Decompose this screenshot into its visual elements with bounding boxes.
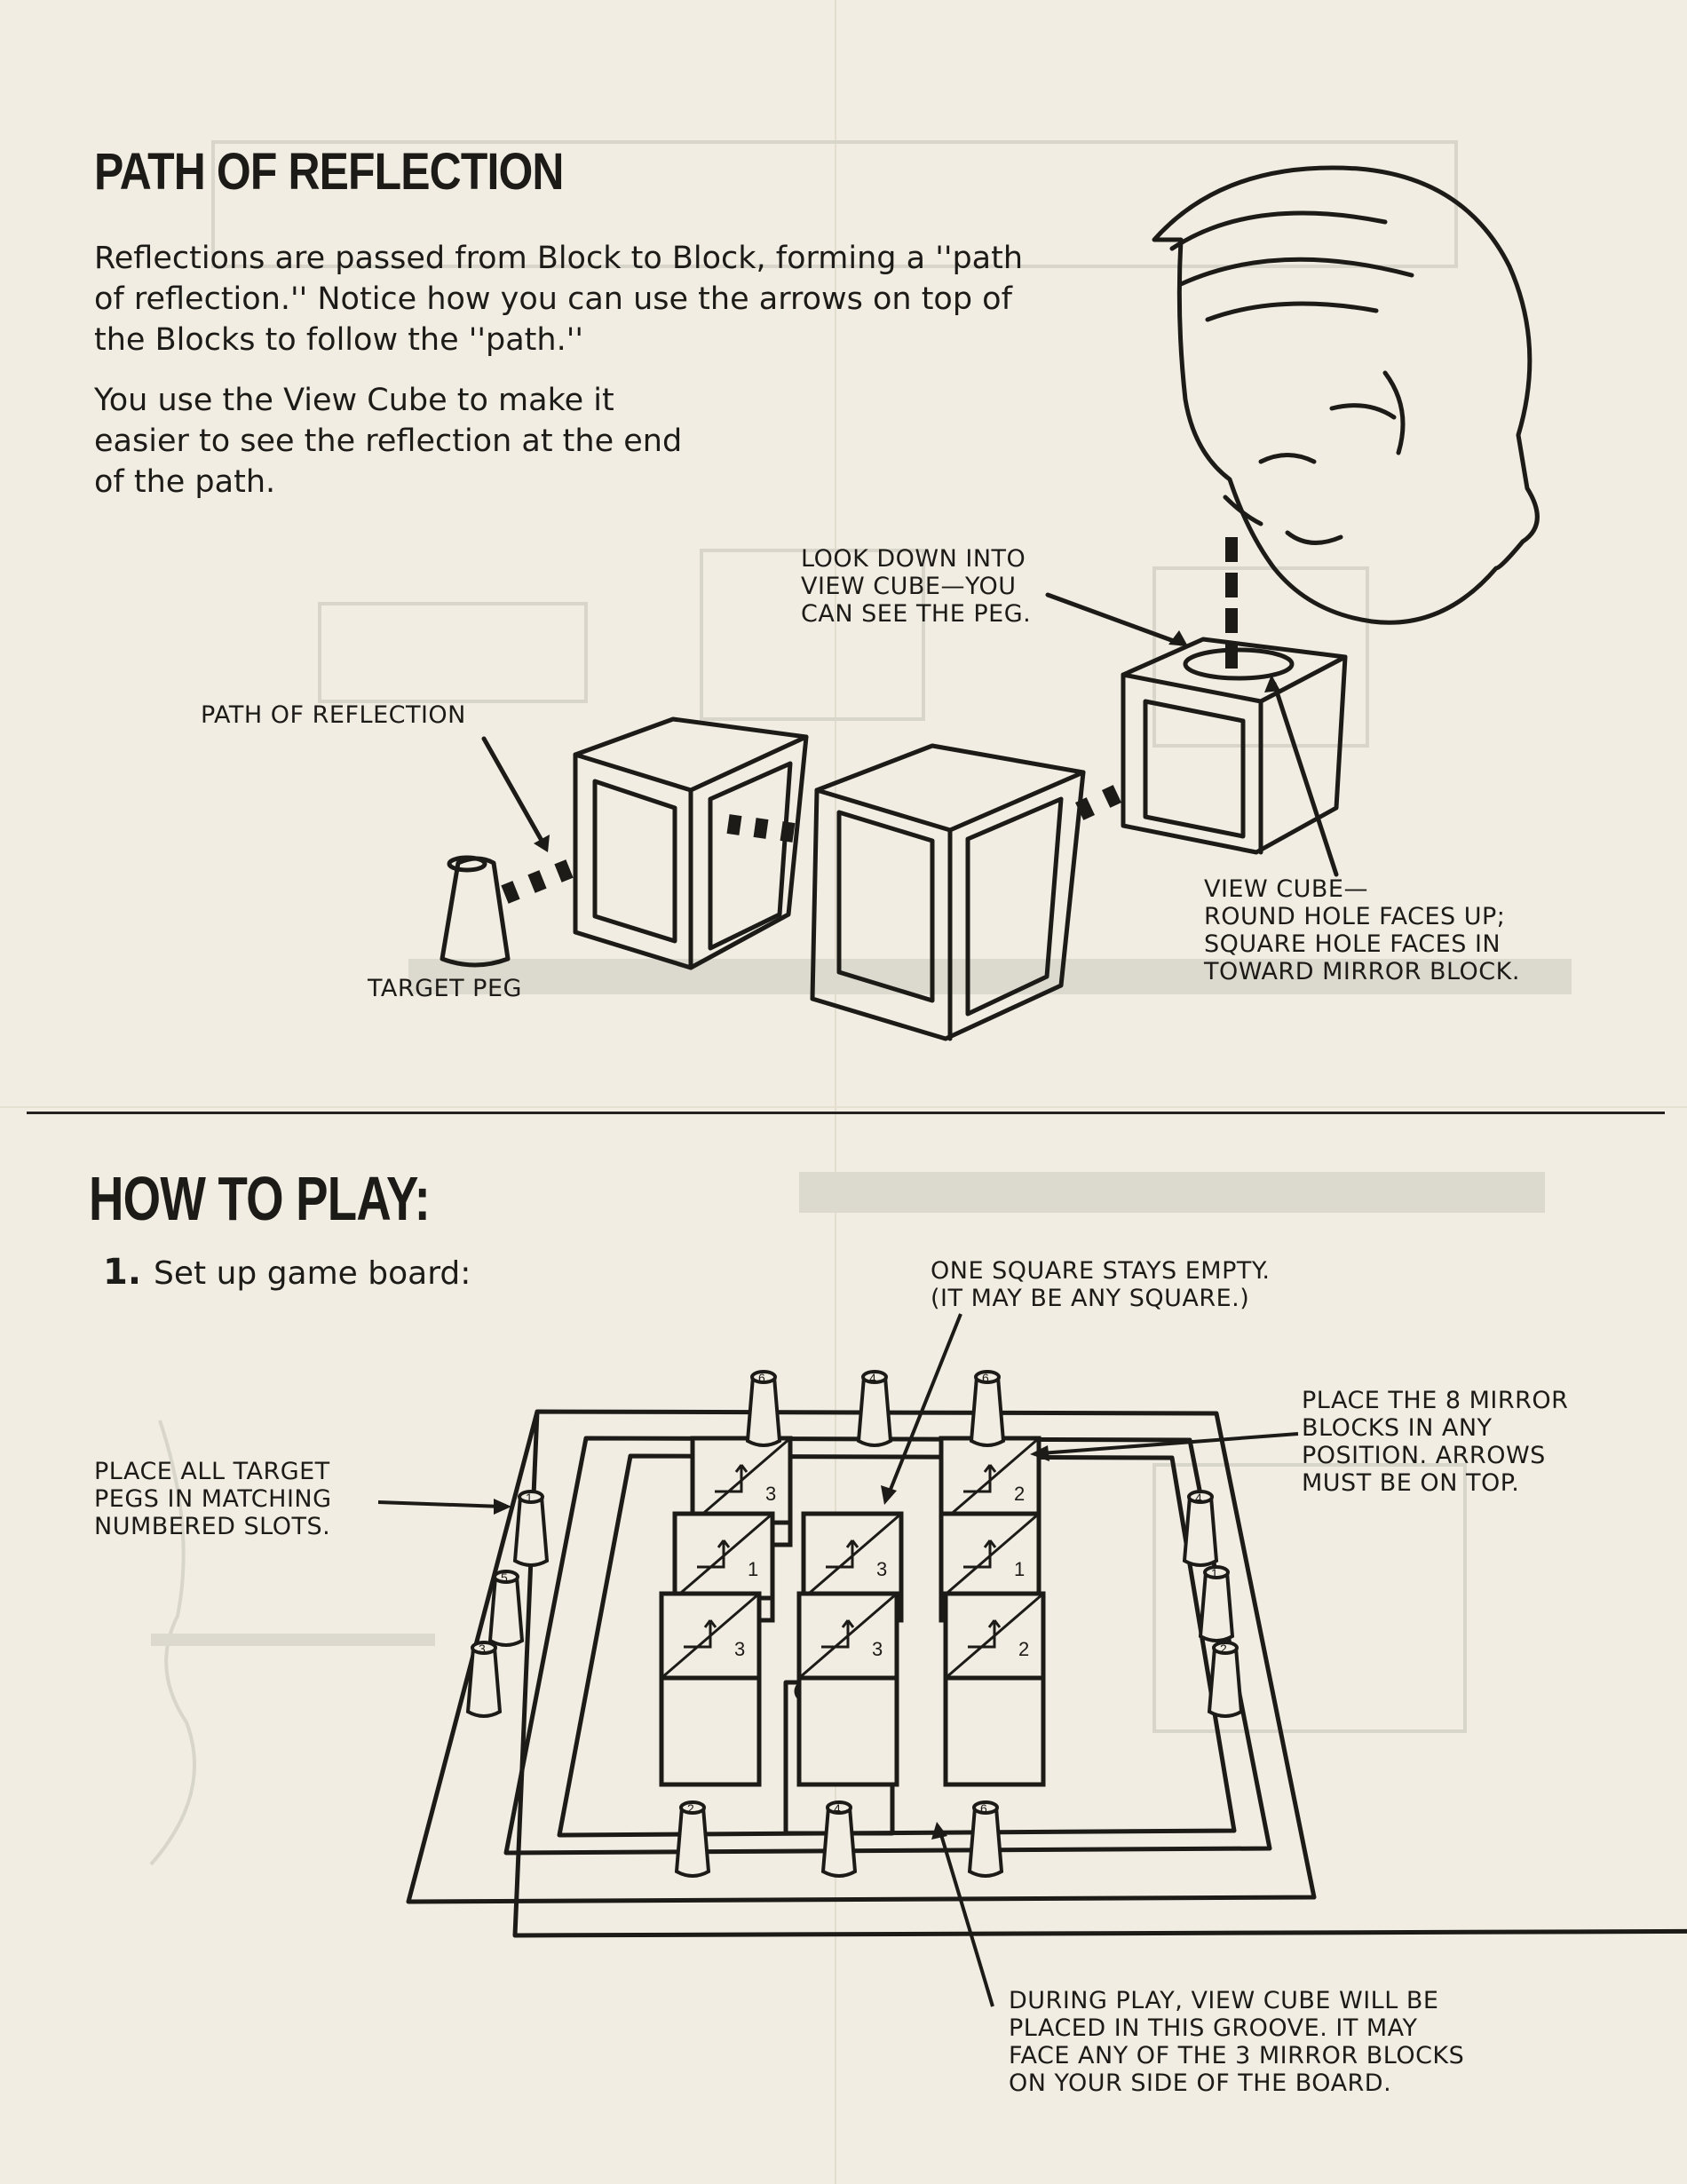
mirror-blocks-grid: 3 2 1 3 1 3 3 2	[659, 1436, 1046, 1787]
empty-square-callout: ONE SQUARE STAYS EMPTY. (IT MAY BE ANY S…	[931, 1257, 1271, 1312]
step-1: 1. Set up game board:	[103, 1252, 471, 1293]
look-down-callout: LOOK DOWN INTO VIEW CUBE—YOU CAN SEE THE…	[801, 545, 1032, 628]
peg-number: 4	[869, 1371, 876, 1385]
target-peg: 5	[487, 1570, 525, 1647]
target-peg-drawing	[440, 856, 511, 968]
bleed-face-profile	[149, 1420, 196, 1866]
mirror-blocks-leader	[1040, 1432, 1299, 1455]
path-paragraph-1: Reflections are passed from Block to Blo…	[94, 241, 1024, 358]
block-number: 3	[872, 1638, 883, 1660]
mirror-block: 3	[659, 1591, 762, 1787]
peg-number: 1	[526, 1491, 533, 1505]
bleed-subtitle-band	[408, 959, 1572, 994]
groove-leader	[938, 1828, 994, 2007]
path-label-leader	[481, 736, 547, 848]
bleed-section-title	[799, 1172, 1545, 1213]
mirror-block-1	[573, 716, 809, 970]
target-peg: 6	[967, 1800, 1004, 1878]
block-number: 3	[765, 1483, 776, 1505]
peg-number: 6	[758, 1371, 765, 1385]
target-peg: 4	[1182, 1490, 1219, 1567]
peg-number: 6	[982, 1371, 989, 1385]
target-peg: 2	[674, 1800, 711, 1878]
block-number: 3	[734, 1638, 745, 1660]
bleed-cube-sketch	[700, 549, 925, 721]
block-number: 1	[1014, 1558, 1025, 1580]
path-paragraph-2: You use the View Cube to make it easier …	[94, 383, 683, 500]
mirror-block-2	[810, 743, 1086, 1041]
mirror-block: 3	[796, 1591, 899, 1787]
section-divider	[27, 1112, 1665, 1114]
target-peg: 1	[1198, 1565, 1235, 1642]
mirror-blocks-arrowhead	[1030, 1445, 1049, 1461]
target-pegs: 6 4 6 1 5 3 4 1 2 2 4 6	[465, 1370, 1244, 1878]
block-number: 3	[876, 1558, 887, 1580]
look-down-arrowhead	[1168, 630, 1188, 646]
view-cube-callout: VIEW CUBE— ROUND HOLE FACES UP; SQUARE H…	[1204, 875, 1520, 985]
target-peg: 4	[856, 1370, 893, 1447]
bleed-mirror-sketch	[1152, 1463, 1467, 1733]
target-pegs-leader	[377, 1500, 503, 1508]
face-features	[1223, 403, 1397, 545]
peg-number: 2	[687, 1801, 694, 1816]
target-peg: 6	[745, 1370, 782, 1447]
path-label-arrowhead	[534, 835, 550, 852]
block-number: 2	[1014, 1483, 1025, 1505]
peg-number: 5	[501, 1571, 508, 1585]
path-of-reflection-label: PATH OF REFLECTION	[201, 701, 466, 729]
target-peg: 4	[820, 1800, 858, 1878]
view-cube-groove-callout: DURING PLAY, VIEW CUBE WILL BE PLACED IN…	[1009, 1987, 1465, 2097]
board-bevel	[512, 1411, 1687, 1938]
target-peg-label: TARGET PEG	[368, 975, 522, 1002]
target-peg: 1	[512, 1490, 550, 1567]
empty-square-leader	[886, 1313, 962, 1497]
view-cube-drawing	[1121, 637, 1348, 855]
hair-lines	[1169, 210, 1414, 455]
path-of-reflection-heading: PATH OF REFLECTION	[94, 143, 564, 201]
bleed-board-sketch	[318, 602, 588, 703]
peg-number: 1	[1211, 1566, 1218, 1580]
step-text: Set up game board:	[154, 1255, 471, 1292]
peg-number: 4	[1195, 1491, 1202, 1505]
target-peg: 3	[465, 1641, 503, 1718]
mirror-block: 2	[943, 1591, 1046, 1787]
groove-arrowhead	[931, 1822, 947, 1840]
target-peg: 2	[1207, 1641, 1244, 1718]
block-number: 1	[748, 1558, 758, 1580]
horizontal-fold-crease	[0, 1106, 1687, 1108]
peg-number: 4	[834, 1801, 841, 1816]
view-cube-arrowhead	[1264, 675, 1280, 692]
empty-square-arrowhead	[881, 1485, 897, 1505]
mirror-blocks-callout: PLACE THE 8 MIRROR BLOCKS IN ANY POSITIO…	[1302, 1387, 1569, 1497]
block-number: 2	[1018, 1638, 1029, 1660]
bleed-dashed-path	[151, 1634, 435, 1646]
look-down-leader	[1045, 592, 1184, 646]
target-pegs-arrowhead	[494, 1499, 511, 1515]
view-cube-leader	[1271, 681, 1339, 877]
peg-number: 6	[980, 1801, 987, 1816]
how-to-play-heading: HOW TO PLAY:	[89, 1164, 431, 1233]
peg-number: 3	[479, 1642, 486, 1656]
face-drawing	[1152, 165, 1540, 625]
target-pegs-callout: PLACE ALL TARGET PEGS IN MATCHING NUMBER…	[94, 1458, 332, 1540]
reflection-path-dashes	[501, 537, 1238, 904]
step-number: 1.	[103, 1252, 142, 1293]
target-peg: 6	[969, 1370, 1006, 1447]
peg-number: 2	[1220, 1642, 1227, 1656]
center-fold-crease	[835, 0, 836, 2184]
